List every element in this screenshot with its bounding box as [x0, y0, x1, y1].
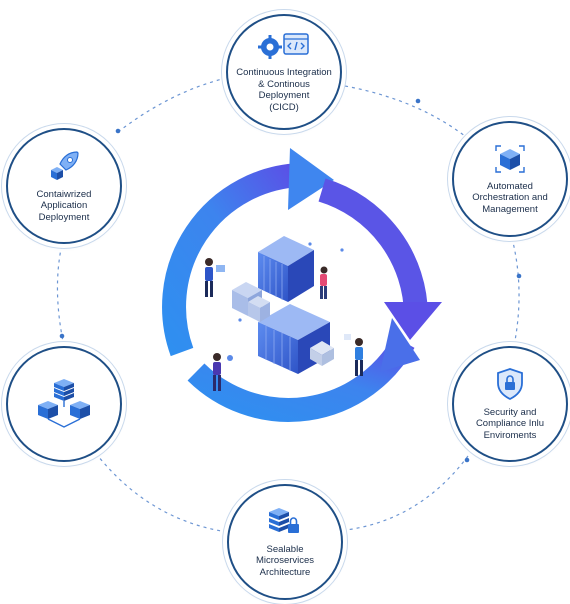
node-security[interactable]: Security and Compliance Inlu Enviroments	[452, 346, 568, 462]
stacked-cubes-icon	[38, 379, 90, 428]
orchestration-cube-icon	[495, 145, 525, 173]
cycle-arrows	[162, 148, 442, 422]
gear-code-icon	[258, 33, 309, 59]
node-infrastructure[interactable]	[6, 346, 122, 462]
central-illustration	[205, 236, 363, 391]
person-left-top	[205, 258, 225, 297]
person-left-bottom	[213, 353, 233, 391]
connector-cicd-orch	[344, 85, 471, 141]
connector-sec-micro	[345, 455, 469, 531]
node-orchestration[interactable]: Automated Orchestration and Management	[452, 121, 568, 237]
node-microservices[interactable]: Sealable Microservices Architecture	[227, 484, 343, 600]
node-containerized[interactable]: Contaiwrized Application Deployment	[6, 128, 122, 244]
node-containerized-label: Contaiwrized Application Deployment	[36, 188, 92, 223]
connector-cont-cicd	[117, 77, 227, 133]
connector-lines	[56, 77, 520, 533]
connector-infra-cont	[56, 243, 65, 347]
connector-micro-infra	[97, 455, 228, 533]
shield-lock-icon	[497, 367, 523, 400]
connector-orch-sec	[511, 237, 520, 347]
node-security-label: Security and Compliance Inlu Enviroments	[475, 406, 545, 441]
person-right-bottom	[344, 334, 363, 376]
person-right-top	[320, 266, 328, 299]
node-cicd-label: Continuous Integration & Continous Deplo…	[236, 67, 332, 113]
node-cicd[interactable]: Continuous Integration & Continous Deplo…	[226, 14, 342, 130]
node-orchestration-label: Automated Orchestration and Management	[472, 180, 548, 215]
rocket-cube-icon	[51, 151, 79, 180]
stack-lock-icon	[269, 507, 299, 533]
node-microservices-label: Sealable Microservices Architecture	[255, 543, 315, 578]
